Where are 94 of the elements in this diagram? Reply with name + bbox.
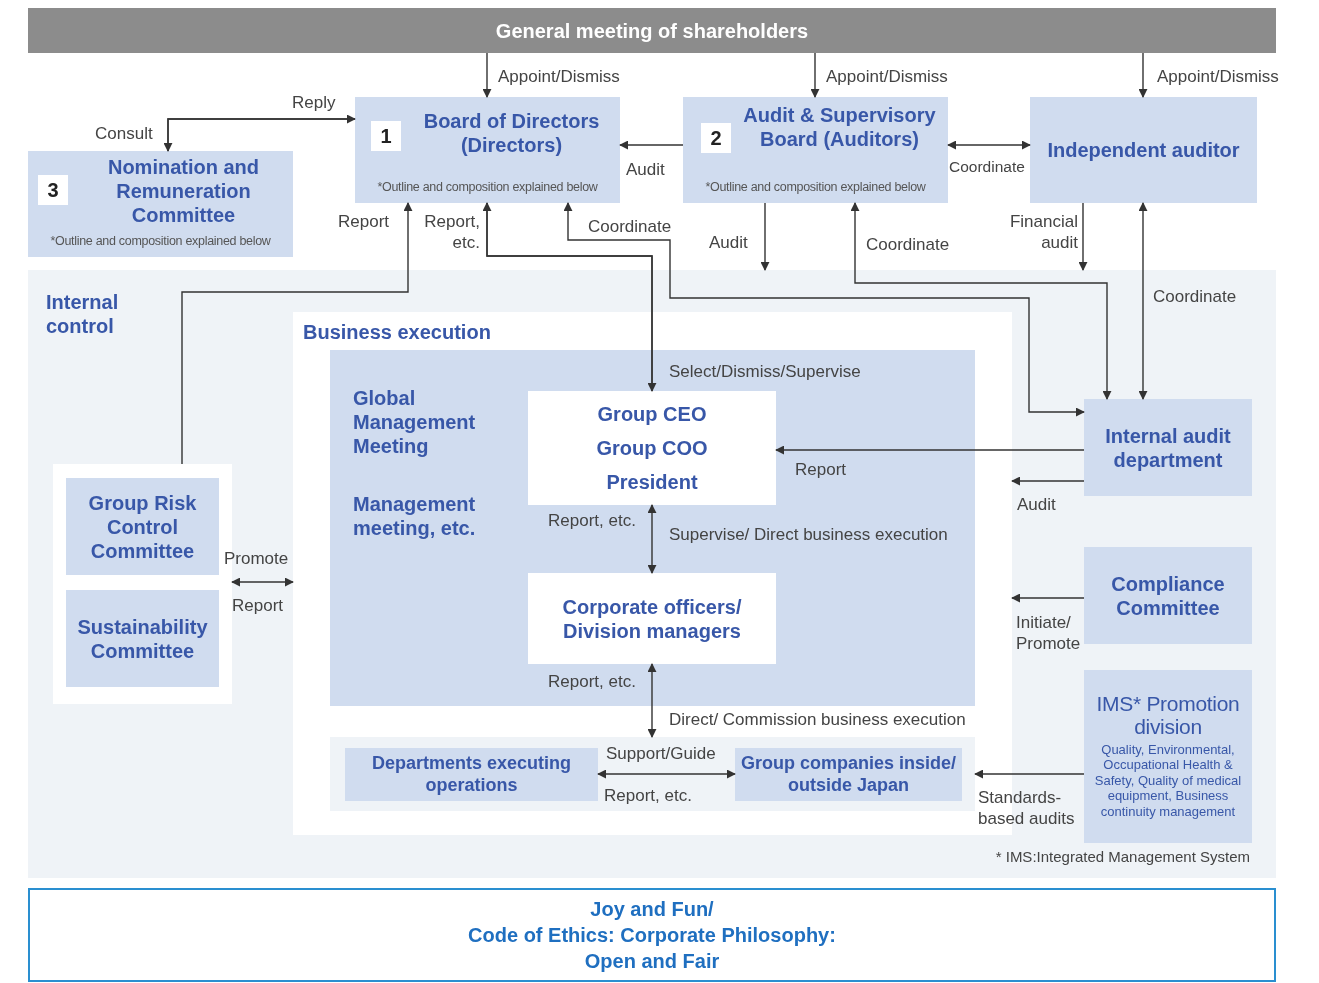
auditor-box — [1030, 97, 1257, 203]
arrow — [760, 202, 770, 271]
edge-label: Coordinate — [866, 234, 950, 256]
arrow — [563, 202, 1085, 417]
flow-label: Report, etc. — [604, 785, 692, 807]
number-label: 1 — [371, 121, 401, 151]
committee-box — [1084, 547, 1252, 644]
arrow — [810, 52, 820, 98]
edge-label: Audit — [626, 159, 665, 181]
edge-label: Direct/ Commission business execution — [669, 709, 966, 731]
committee-box — [66, 590, 219, 687]
header-band — [28, 8, 1276, 53]
edge-label: Appoint/Dismiss — [826, 66, 948, 88]
panel-title: Internal control — [46, 290, 120, 338]
note: *Outline and composition explained below — [49, 234, 272, 249]
officers-box — [528, 573, 776, 664]
arrow — [1138, 52, 1148, 98]
internal-control-panel — [28, 270, 1276, 878]
audit-department-box — [1084, 399, 1252, 496]
arrow — [482, 52, 492, 98]
edge-label: Reply — [292, 92, 336, 114]
committee-box — [66, 478, 219, 575]
edge-label: Select/Dismiss/Supervise — [669, 361, 861, 383]
node-title: Group Risk Control Committee — [87, 490, 198, 563]
board-box — [355, 97, 620, 203]
footnote: * IMS:Integrated Management System — [995, 848, 1250, 867]
edge-label: Consult — [95, 123, 153, 145]
node-title: Sustainability Committee — [76, 614, 209, 663]
panel-title: Business execution — [303, 320, 491, 344]
edge-label: Support/Guide — [606, 743, 716, 765]
flow-label: Report, etc. — [548, 510, 636, 532]
note: *Outline and composition explained below — [376, 180, 599, 195]
flow-label: Report, etc. — [548, 671, 636, 693]
number-label: 2 — [701, 123, 731, 153]
operations-band — [330, 737, 975, 811]
philosophy-text: Joy and Fun/ — [590, 897, 714, 921]
edge-label: Coordinate — [1153, 286, 1237, 308]
note: *Outline and composition explained below — [704, 180, 927, 195]
node-title: Nomination and Remuneration Committee — [106, 155, 261, 227]
arrow — [775, 445, 1085, 455]
management-panel — [330, 350, 975, 706]
arrow — [1078, 202, 1088, 271]
edge-label: Supervise/ Direct business execution — [669, 524, 948, 546]
edge-label: Appoint/Dismiss — [1157, 66, 1279, 88]
arrow — [231, 577, 294, 587]
arrow — [1138, 202, 1148, 400]
note: Quality, Environmental, Occupational Health & Safety, Quality of medical equipment, Business continuity management — [1093, 740, 1243, 820]
edge-label: Report — [795, 459, 847, 481]
arrow — [850, 202, 1112, 400]
node-title: Internal audit department — [1104, 423, 1232, 472]
panel-title: Management meeting, etc. — [353, 492, 477, 540]
node-title: Audit & Supervisory Board (Auditors) — [742, 103, 937, 151]
edge-label: Report — [338, 211, 390, 233]
node-title: Corporate officers/ Division managers — [561, 594, 743, 643]
node-title: Compliance Committee — [1110, 571, 1226, 620]
arrow — [647, 663, 657, 738]
edge-label: Coordinate — [588, 216, 672, 238]
philosophy-text: Open and Fair — [584, 949, 720, 973]
band-title: General meeting of shareholders — [495, 18, 809, 43]
arrow — [1011, 593, 1085, 603]
arrow — [947, 140, 1031, 150]
node-title: Board of Directors (Directors) — [422, 109, 601, 157]
node-title: Departments executing operations — [370, 752, 573, 797]
arrow — [597, 769, 736, 779]
department-box — [345, 748, 598, 801]
philosophy-text: Code of Ethics: Corporate Philosophy: — [468, 923, 836, 947]
edge-label: Audit — [1017, 494, 1056, 516]
arrow — [619, 140, 684, 150]
arrow — [1011, 476, 1085, 486]
committee-box — [28, 151, 293, 257]
edge-label: Report, etc. — [423, 211, 480, 254]
node-title: President — [606, 470, 698, 494]
node-title: IMS* Promotion division — [1095, 693, 1241, 738]
arrow — [974, 769, 1085, 779]
node-title: Group companies inside/ outside Japan — [739, 752, 957, 797]
edge-label: Audit — [709, 232, 748, 254]
arrow — [181, 202, 413, 465]
edge-label: Coordinate — [949, 157, 1025, 177]
number-label: 3 — [38, 175, 68, 205]
node-title: Group COO — [596, 436, 708, 460]
executive-box — [528, 391, 776, 505]
edge-label: Promote — [224, 548, 289, 570]
node-title: Independent auditor — [1047, 138, 1240, 162]
edge-label: Initiate/ Promote — [1016, 612, 1082, 655]
edge-label: Financial audit — [1008, 211, 1078, 254]
node-title: Group CEO — [597, 402, 707, 426]
edge-label: Appoint/Dismiss — [498, 66, 620, 88]
ims-division-box — [1084, 670, 1252, 843]
panel-title: Global Management Meeting — [353, 386, 477, 458]
board-box — [683, 97, 948, 203]
flow-label: Report — [232, 595, 284, 617]
edge-label: Standards- based audits — [978, 787, 1076, 830]
philosophy-box — [28, 888, 1276, 982]
arrow — [647, 504, 657, 574]
